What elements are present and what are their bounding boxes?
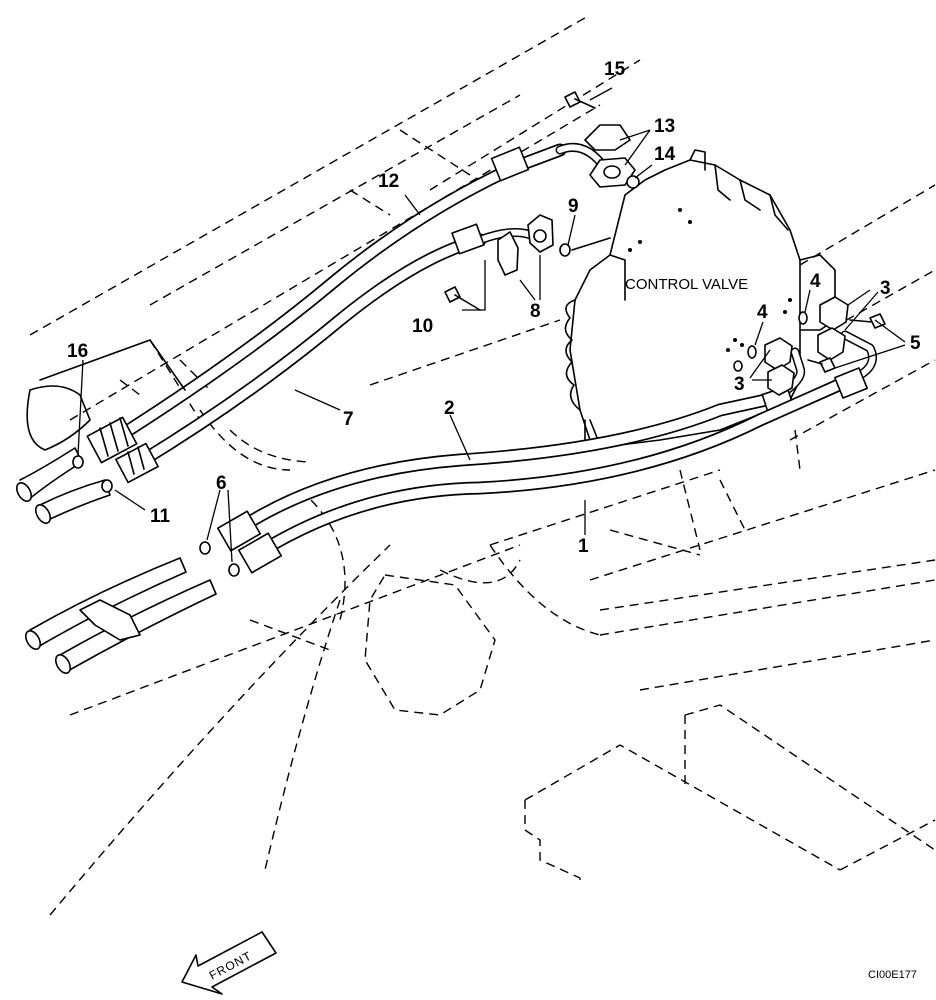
drawing-code: CI00E177 <box>868 969 917 981</box>
callout-9: 9 <box>568 196 579 217</box>
control-valve-body <box>564 149 836 446</box>
callout-13: 13 <box>654 116 675 137</box>
callout-12: 12 <box>378 171 399 192</box>
text-labels: CONTROL VALVE CI00E177 1 2 3 3 4 4 5 6 7… <box>67 59 921 981</box>
callout-4-lower: 4 <box>757 302 768 323</box>
hose-12 <box>86 142 610 464</box>
hose-7 <box>115 223 545 484</box>
callout-10: 10 <box>412 316 433 337</box>
callout-7: 7 <box>343 409 354 430</box>
callout-11: 11 <box>150 506 171 527</box>
callout-1: 1 <box>578 536 589 557</box>
front-direction-arrow: FRONT <box>181 931 277 995</box>
callout-14: 14 <box>654 144 676 165</box>
control-valve-label: CONTROL VALVE <box>625 276 748 293</box>
callout-4-upper: 4 <box>810 271 821 292</box>
machine-frame-phantom <box>29 14 936 916</box>
callout-16: 16 <box>67 341 88 362</box>
callout-8: 8 <box>530 301 541 322</box>
callout-3-lower: 3 <box>734 374 745 395</box>
callout-3-upper: 3 <box>880 278 891 299</box>
callout-6: 6 <box>216 473 227 494</box>
hose-1 <box>237 330 877 574</box>
callout-5: 5 <box>910 333 921 354</box>
left-tube-fittings <box>15 339 217 674</box>
callout-2: 2 <box>444 398 455 419</box>
callout-15: 15 <box>604 59 626 80</box>
leader-lines <box>77 87 906 563</box>
